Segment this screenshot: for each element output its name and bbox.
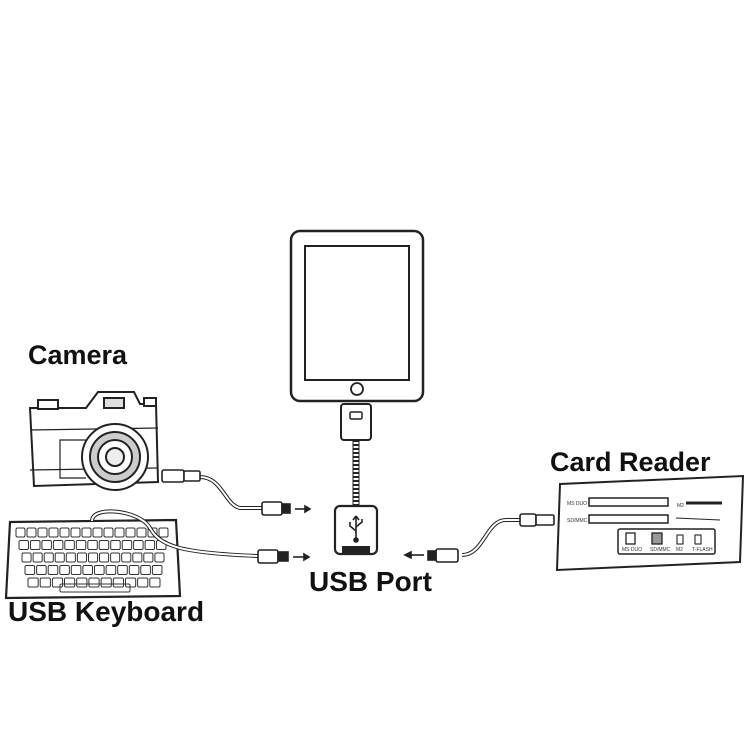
keyboard-key (64, 540, 75, 550)
keyboard-key (136, 527, 147, 538)
card-label: MS DUO (622, 547, 642, 553)
keyboard-key (149, 577, 161, 588)
keyboard-key (100, 577, 112, 588)
keyboard-key (70, 565, 82, 575)
card-label: T-FLASH (692, 547, 713, 553)
keyboard-key (64, 577, 76, 588)
keyboard-key (59, 565, 70, 575)
keyboard-key (27, 577, 39, 588)
slot-right-label: M2 (677, 503, 684, 509)
keyboard-key (76, 552, 88, 563)
usb-port-label: USB Port (309, 566, 432, 597)
keyboard-key (125, 527, 136, 538)
keyboard-key (151, 565, 163, 575)
keyboard-label: USB Keyboard (8, 596, 205, 627)
keyboard-key (88, 552, 99, 563)
keyboard-key (117, 565, 128, 575)
slot-top-label: MS DUO (567, 501, 587, 507)
keyboard-key (144, 540, 156, 550)
keyboard-key (110, 540, 121, 550)
arrow-right-icon (293, 552, 311, 562)
keyboard-key (88, 577, 100, 588)
keyboard-key (128, 565, 140, 575)
tablet (289, 229, 425, 403)
keyboard-key (65, 552, 76, 563)
usb-plugs (161, 469, 555, 564)
keyboard-key (51, 577, 64, 588)
keyboard-key (121, 540, 133, 550)
slot-bottom-label: SD/MMC (567, 518, 588, 524)
keyboard-key (21, 552, 32, 563)
keyboard-key (81, 527, 92, 538)
keyboard-key (154, 552, 165, 563)
keyboard-key (70, 527, 81, 538)
keyboard-key (99, 552, 110, 563)
keyboard-key (110, 552, 121, 563)
keyboard-key (18, 540, 29, 550)
keyboard-key (43, 552, 54, 563)
card-reader: MS DUO SD/MMC M2 MS DUO SD/MMC M2 T-FLAS… (555, 474, 745, 572)
keyboard-key (24, 565, 36, 575)
usb-trident-icon (349, 515, 363, 543)
camera (28, 391, 160, 491)
card-reader-label: Card Reader (550, 447, 711, 477)
keyboard-key (82, 565, 94, 575)
keyboard (4, 518, 182, 600)
keyboard-key (105, 565, 117, 575)
keyboard-key (121, 552, 132, 563)
keyboard-key (87, 540, 98, 550)
arrow-left-icon (403, 550, 424, 560)
keyboard-key (125, 577, 137, 588)
keyboard-key (137, 577, 149, 588)
keyboard-key (143, 552, 154, 563)
keyboard-key (133, 540, 144, 550)
keyboard-key (47, 565, 59, 575)
keyboard-key (59, 527, 70, 538)
cables (90, 475, 520, 558)
keyboard-key (15, 527, 26, 538)
card-label: M2 (676, 547, 683, 553)
home-button-icon (350, 382, 364, 396)
keyboard-key (158, 527, 169, 538)
keyboard-key (103, 527, 114, 538)
keyboard-key (54, 552, 65, 563)
card-label: SD/MMC (650, 547, 671, 553)
keyboard-key (112, 577, 125, 588)
keyboard-key (32, 552, 43, 563)
keyboard-key (39, 577, 51, 588)
keyboard-key (75, 540, 87, 550)
keyboard-key (48, 527, 59, 538)
keyboard-key (147, 527, 158, 538)
keyboard-key (26, 527, 37, 538)
keyboard-key (36, 565, 47, 575)
arrow-right-icon (295, 504, 312, 514)
keyboard-key (114, 527, 125, 538)
keyboard-spacebar (59, 583, 131, 593)
usb-adapter (333, 403, 379, 556)
keyboard-key (41, 540, 52, 550)
keyboard-key (98, 540, 110, 550)
camera-label: Camera (28, 340, 128, 370)
keyboard-key (132, 552, 143, 563)
keyboard-key (94, 565, 105, 575)
keyboard-key (52, 540, 64, 550)
keyboard-key (30, 540, 41, 550)
keyboard-key (37, 527, 48, 538)
keyboard-key (76, 577, 88, 588)
keyboard-key (140, 565, 151, 575)
keyboard-key (92, 527, 103, 538)
